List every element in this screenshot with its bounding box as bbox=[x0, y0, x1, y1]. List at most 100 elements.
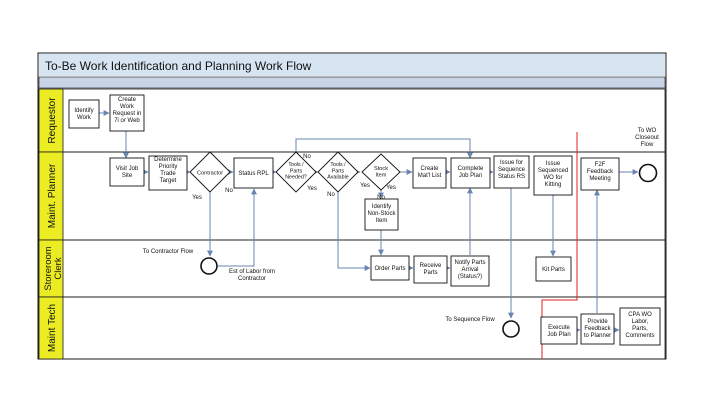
notify-parts-label-line: Notify Parts bbox=[454, 260, 485, 266]
to-sequence-flow-label-line: To Sequence Flow bbox=[445, 317, 495, 323]
status-rpl-label: Status RPL bbox=[238, 171, 269, 177]
nonstock-label-line: Non-Stock bbox=[367, 211, 396, 217]
yes-available-label-line: Yes bbox=[360, 183, 370, 189]
visit-site-box bbox=[109, 157, 145, 187]
no-needed-label-line: No bbox=[303, 154, 311, 160]
sequence-flow-connector bbox=[502, 320, 520, 338]
issue-kitting-label-line: WO for bbox=[544, 175, 563, 181]
no-contractor-label-line: No bbox=[225, 188, 233, 194]
tools-available-diamond bbox=[317, 151, 359, 193]
execute-plan-box bbox=[540, 316, 578, 345]
create-matl-label-line: Create bbox=[420, 166, 439, 172]
provide-feedback-label-line: Feedback bbox=[584, 326, 611, 332]
execute-plan-label-line: Job Plan bbox=[547, 332, 570, 338]
lane-label-storeroom: StoreroomClerk bbox=[43, 246, 64, 290]
complete-plan-box bbox=[450, 157, 491, 189]
yes-stock-label-line: Yes bbox=[386, 185, 396, 191]
to-sequence-flow-label: To Sequence Flow bbox=[445, 317, 495, 323]
lane-label-tech: Maint Tech bbox=[47, 304, 58, 352]
stock-item-diamond bbox=[361, 153, 401, 191]
lanes: Requestor Maint. Planner StoreroomClerk … bbox=[38, 88, 666, 360]
title-bar bbox=[39, 54, 665, 76]
cpa-wo-label-line: Labor, bbox=[632, 319, 649, 325]
status-rpl-box bbox=[233, 157, 274, 189]
cpa-wo-label-line: Comments bbox=[625, 333, 654, 339]
lane-label-requestor: Requestor bbox=[47, 97, 58, 144]
tools-needed-diamond bbox=[275, 151, 317, 193]
create-request-label-line: Create bbox=[118, 97, 137, 103]
stock-item-label-line: Item bbox=[376, 173, 387, 179]
issue-kitting-label-line: Sequenced bbox=[538, 168, 568, 174]
tools-available-label-line: Parts bbox=[332, 168, 345, 174]
receive-parts-label-line: Parts bbox=[423, 270, 437, 276]
kit-parts-label: Kit Parts bbox=[542, 267, 565, 273]
create-matl-label-line: Mat'l List bbox=[418, 173, 442, 179]
lane-label-planner: Maint. Planner bbox=[47, 163, 58, 228]
cpa-wo-label-line: Parts, bbox=[632, 326, 648, 332]
receive-parts-box bbox=[413, 255, 448, 284]
est-labor-label-line: Contractor bbox=[238, 276, 266, 282]
issue-seq-label-line: Sequence bbox=[498, 167, 526, 173]
visit-site-label-line: Site bbox=[122, 173, 133, 179]
f2f-label-line: Feedback bbox=[587, 169, 614, 175]
create-request-label-line: Work bbox=[120, 104, 135, 110]
est-labor-label-line: Est of Labor from bbox=[229, 269, 275, 275]
stock-item-label-line: Stock bbox=[374, 166, 388, 172]
nonstock-box bbox=[364, 198, 399, 231]
lane-label-storeroom-line: Clerk bbox=[53, 257, 64, 279]
no-stock-label-line: No bbox=[377, 195, 385, 201]
complete-plan-label-line: Complete bbox=[458, 166, 484, 172]
issue-kitting-box bbox=[533, 155, 573, 196]
provide-feedback-label-line: to Planner bbox=[584, 333, 611, 339]
header-stripe bbox=[38, 76, 666, 89]
to-contractor-flow-label-line: To Contractor Flow bbox=[143, 249, 194, 255]
issue-seq-box bbox=[493, 155, 530, 189]
no-needed-label: No bbox=[303, 154, 311, 160]
lane-label-storeroom-line: Storeroom bbox=[43, 246, 54, 290]
lane-label-box-storeroom bbox=[38, 239, 64, 298]
no-stock-label: No bbox=[377, 195, 385, 201]
status-rpl-label-line: Status RPL bbox=[238, 171, 269, 177]
lane-label-box-tech bbox=[38, 296, 64, 360]
no-available-label: No bbox=[327, 192, 335, 198]
tools-available-label-line: Available bbox=[327, 175, 348, 181]
cpa-wo-label-line: CPA WO bbox=[628, 312, 652, 318]
f2f-label-line: F2F bbox=[595, 162, 606, 168]
notify-parts-box bbox=[450, 255, 490, 287]
yes-needed-label-line: Yes bbox=[307, 186, 317, 192]
process-boxes bbox=[68, 94, 661, 346]
diagram-title: To-Be Work Identification and Planning W… bbox=[45, 59, 312, 73]
notify-parts-label-line: (Status?) bbox=[458, 274, 482, 280]
nonstock-label-line: Identify bbox=[372, 204, 391, 210]
cpa-wo-box bbox=[619, 307, 661, 346]
identify-work-label-line: Identify bbox=[74, 108, 93, 114]
execute-plan-label-line: Execute bbox=[548, 325, 570, 331]
kit-parts-label-line: Kit Parts bbox=[542, 267, 565, 273]
issue-seq-label-line: Status RS bbox=[498, 174, 525, 180]
create-matl-box bbox=[412, 157, 447, 189]
lane-label-box-requestor bbox=[38, 88, 64, 153]
order-parts-label: Order Parts bbox=[374, 266, 405, 272]
yes-available-label: Yes bbox=[360, 183, 370, 189]
order-parts-box bbox=[370, 255, 410, 281]
create-request-label-line: Request in bbox=[113, 111, 142, 117]
tools-needed-label-line: Parts bbox=[290, 168, 303, 174]
priority-label-line: Determine bbox=[154, 157, 182, 163]
provide-feedback-box bbox=[580, 313, 615, 345]
issue-kitting-label-line: Issue bbox=[546, 161, 561, 167]
